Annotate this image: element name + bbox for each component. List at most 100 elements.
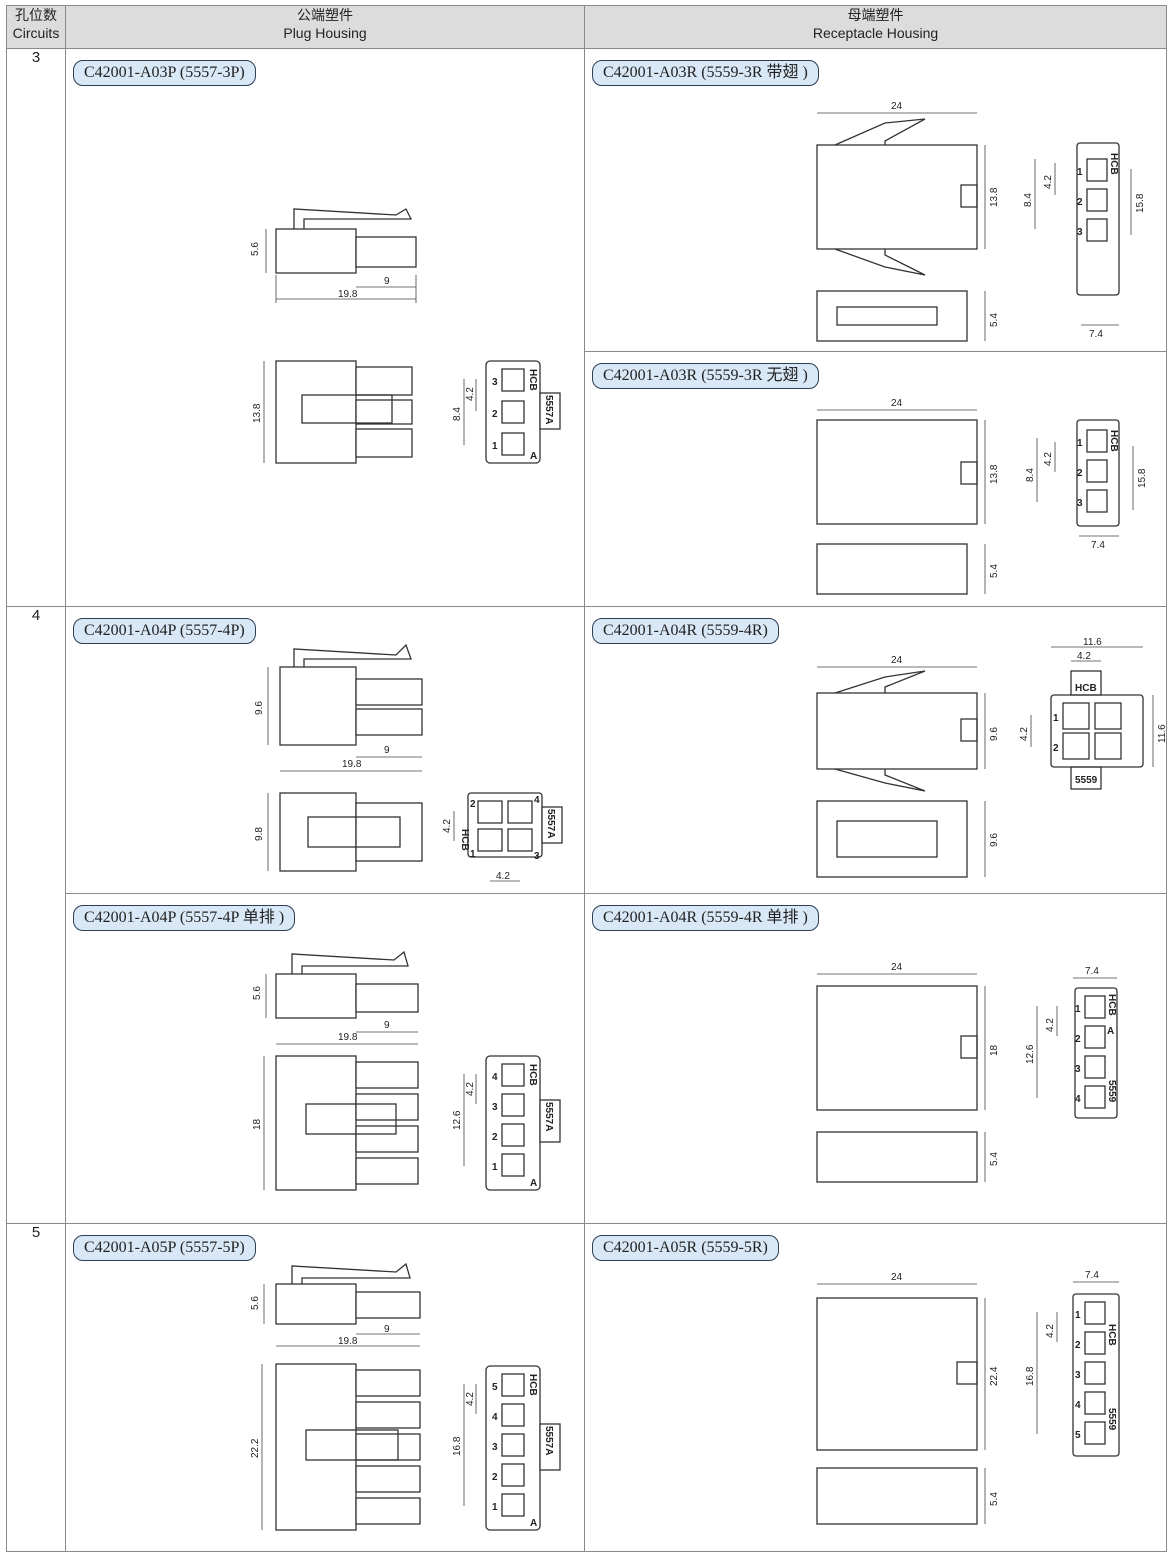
dim-3rp-outer-h: 15.8: [1137, 468, 1148, 488]
face-3rp-label-2: 3: [1077, 498, 1083, 509]
face-3rw-label-2: 3: [1077, 227, 1083, 238]
receptacle-cell-3r-plain: C42001-A03R (5559-3R 无翅 ) 24 13.8 5.4: [584, 351, 1167, 607]
plug-5p-face-view: 5 4 3 2 1 HCB 5557A A 16.8 4.2: [452, 1365, 561, 1531]
dim-3rp-pitch: 4.2: [1043, 452, 1054, 466]
part-label-4r-single: C42001-A04R (5559-4R 单排 ): [592, 905, 819, 931]
face-4r-label-0: 1: [1053, 713, 1059, 724]
dim-5r-pitch: 4.2: [1045, 1324, 1056, 1338]
row-4-circuits-a: 4 C42001-A04P (5557-4P) 9.6 9 19.8: [6, 606, 1168, 1224]
plug-3p-face-view: 3 2 1 HCB 5557A A 8.4 4.2: [452, 360, 561, 464]
face-3rw-brand: HCB: [1108, 153, 1119, 175]
face-5p-label-3: 2: [492, 1472, 498, 1483]
face-3p-model: 5557A: [543, 395, 554, 424]
dim-3p-front-h: 13.8: [252, 403, 263, 423]
dim-4p-pitch: 4.2: [442, 819, 453, 833]
dim-4p-mid: 9: [384, 745, 390, 756]
face-4rs-brand: HCB: [1106, 994, 1117, 1016]
dim-3rw-side-h: 5.4: [989, 313, 1000, 327]
plug-4p-single-drawing: 5.6 9 19.8 18: [252, 950, 561, 1191]
dim-3rp-h: 13.8: [989, 464, 1000, 484]
dim-3p-len: 19.8: [338, 289, 358, 300]
dim-4r-outer-w: 11.6: [1083, 637, 1102, 648]
receptacle-3r-plain-drawing: 24 13.8 5.4 1 2 3 HCB: [816, 398, 1148, 595]
face-5r-brand: HCB: [1106, 1324, 1117, 1346]
dim-4ps-span: 12.6: [452, 1110, 463, 1130]
face-4p-model: 5557A: [545, 809, 556, 838]
dim-4rs-side-h: 5.4: [989, 1152, 1000, 1166]
receptacle-cell-4r-single: C42001-A04R (5559-4R 单排 ) 24 18 5.4: [584, 893, 1167, 1224]
row-3-circuits-b: C42001-A03R (5559-3R 无翅 ) 24 13.8 5.4: [7, 351, 1167, 607]
plug-header-en: Plug Housing: [283, 25, 367, 41]
receptacle-3r-winged-drawing: 24 13.8 5.4 1 2 3 HCB: [816, 101, 1146, 342]
dim-4rs-span: 12.6: [1025, 1044, 1036, 1064]
face-4rs-label-1: 2: [1075, 1034, 1081, 1045]
receptacle-4r-face-view: 1 2 HCB 5559 11.6 4.2 4.2 11.6: [1019, 637, 1168, 790]
dim-5p-h: 5.6: [250, 1296, 261, 1310]
dim-4r-pitch: 4.2: [1019, 727, 1030, 741]
row-3-circuits-a: 3 C42001-A03P (5557-3P) 5.6 9 19.8: [6, 48, 1167, 607]
dim-4r-inner-w: 4.2: [1077, 651, 1091, 662]
face-4rs-label-0: 1: [1075, 1004, 1081, 1015]
part-label-3r-winged: C42001-A03R (5559-3R 带翅 ): [592, 60, 819, 86]
face-4rs-model: 5559: [1106, 1080, 1117, 1103]
circuit-count-3: 3: [6, 48, 66, 607]
dim-4rs-pitch: 4.2: [1045, 1018, 1056, 1032]
face-3p-label-2: 1: [492, 441, 498, 452]
connector-spec-sheet: 孔位数 Circuits 公端塑件 Plug Housing 母端塑件 Rece…: [6, 5, 1168, 1554]
face-4rs-label-2: 3: [1075, 1064, 1081, 1075]
face-3rp-label-1: 2: [1077, 468, 1083, 479]
face-4rs-label-3: 4: [1075, 1094, 1081, 1105]
face-5r-label-4: 5: [1075, 1430, 1081, 1441]
part-label-4p-single: C42001-A04P (5557-4P 单排 ): [73, 905, 296, 931]
dim-3rw-h: 13.8: [989, 187, 1000, 207]
plug-5p-side-view: 5.6 9 19.8: [250, 1262, 421, 1347]
header-row: 孔位数 Circuits 公端塑件 Plug Housing 母端塑件 Rece…: [6, 5, 1167, 49]
dim-3rp-w: 7.4: [1091, 540, 1105, 551]
face-4rs-corner: A: [1107, 1026, 1114, 1037]
face-4p-label-2: 4: [534, 795, 540, 806]
row-4-circuits-b: C42001-A04P (5557-4P 单排 ) 5.6 9 19.8: [7, 893, 1167, 1224]
dim-5p-span: 16.8: [452, 1436, 463, 1456]
receptacle-4r-single-side-view: 24 18 5.4: [816, 962, 1000, 1183]
dim-4p-width: 4.2: [496, 871, 510, 882]
dim-4rs-h: 18: [989, 1044, 1000, 1056]
part-label-4p: C42001-A04P (5557-4P): [73, 618, 256, 644]
face-5p-label-4: 1: [492, 1502, 498, 1513]
dim-4rs-w: 7.4: [1085, 966, 1099, 977]
receptacle-header-en: Receptacle Housing: [812, 25, 939, 41]
circuits-header-cn: 孔位数: [15, 7, 57, 23]
face-5p-label-0: 5: [492, 1382, 498, 1393]
face-4r-label-1: 2: [1053, 743, 1059, 754]
face-4ps-label-1: 3: [492, 1102, 498, 1113]
plug-cell-3p: C42001-A03P (5557-3P) 5.6 9 19.8: [65, 48, 585, 607]
receptacle-cell-4r: C42001-A04R (5559-4R) 24 9.6 9.6: [584, 606, 1168, 894]
face-3p-brand: HCB: [527, 369, 538, 391]
part-label-5r: C42001-A05R (5559-5R): [592, 1235, 779, 1261]
receptacle-cell-3r-winged: C42001-A03R (5559-3R 带翅 ) 24 13.8 5.4: [584, 48, 1167, 352]
face-3rp-brand: HCB: [1108, 430, 1119, 452]
receptacle-header: 母端塑件 Receptacle Housing: [584, 5, 1167, 49]
row-5-circuits: 5 C42001-A05P (5557-5P) 5.6 9 19.8: [6, 1223, 1167, 1552]
face-4p-brand: HCB: [459, 829, 470, 851]
dim-3rw-span: 8.4: [1023, 193, 1034, 207]
dim-4ps-front-h: 18: [252, 1118, 263, 1130]
receptacle-cell-5r: C42001-A05R (5559-5R) 24 22.4 5.4: [584, 1223, 1167, 1552]
face-5p-corner: A: [530, 1518, 537, 1529]
face-3rw-label-1: 2: [1077, 197, 1083, 208]
face-3rp-label-0: 1: [1077, 438, 1083, 449]
dim-3p-span: 8.4: [452, 407, 463, 421]
part-label-4r: C42001-A04R (5559-4R): [592, 618, 779, 644]
plug-cell-4p: C42001-A04P (5557-4P) 9.6 9 19.8: [65, 606, 585, 894]
receptacle-3r-winged-side-view: 24 13.8 5.4: [816, 101, 1000, 342]
dim-3rw-w: 7.4: [1089, 329, 1103, 340]
face-5r-model: 5559: [1106, 1408, 1117, 1431]
receptacle-5r-face-view: 1 2 3 4 5 HCB 5559 7.4 16.8 4.2: [1025, 1270, 1120, 1457]
plug-header-cn: 公端塑件: [297, 7, 353, 23]
face-3p-label-1: 2: [492, 409, 498, 420]
dim-5p-len: 19.8: [338, 1336, 358, 1347]
plug-3p-top-view: 13.8: [252, 360, 413, 464]
dim-4p-front-h: 9.8: [254, 827, 265, 841]
face-4p-label-0: 2: [470, 799, 476, 810]
dim-3p-h: 5.6: [250, 242, 261, 256]
face-5r-label-0: 1: [1075, 1310, 1081, 1321]
